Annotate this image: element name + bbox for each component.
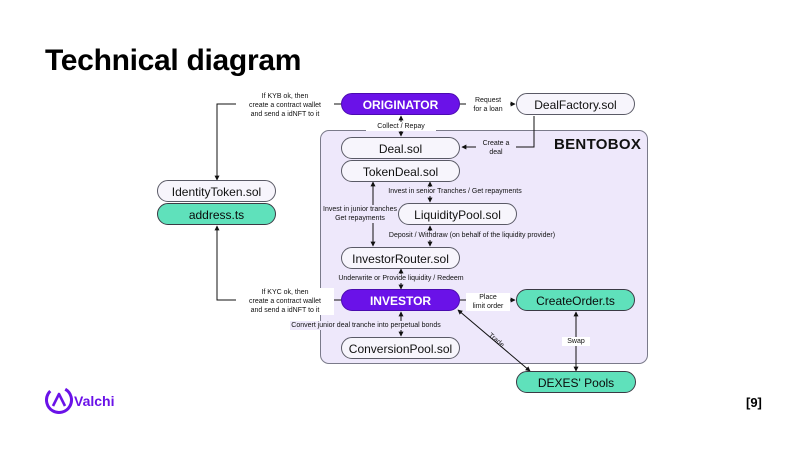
kyb-label-line: If KYB ok, then — [261, 93, 309, 100]
request-loan-label: Request for a loan — [466, 96, 510, 114]
convert-label: Convert junior deal tranche into perpetu… — [290, 321, 442, 330]
collect-repay-label: Collect / Repay — [366, 122, 436, 131]
originator-node: ORIGINATOR — [341, 93, 460, 115]
conversionpool-node: ConversionPool.sol — [341, 337, 460, 359]
swap-label: Swap — [562, 337, 590, 346]
kyc-label: If KYC ok, then create a contract wallet… — [236, 288, 334, 315]
bentobox-label: BENTOBOX — [554, 136, 642, 153]
dexes-pools-node: DEXES' Pools — [516, 371, 636, 393]
kyb-label: If KYB ok, then create a contract wallet… — [236, 92, 334, 119]
create-deal-label-line: deal — [489, 149, 503, 156]
deal-node: Deal.sol — [341, 137, 460, 159]
invest-junior-label: Invest in junior tranches Get repayments — [322, 205, 398, 223]
kyc-label-line: create a contract wallet — [249, 298, 321, 305]
create-deal-label: Create a deal — [476, 139, 516, 157]
deposit-withdraw-label: Deposit / Withdraw (on behalf of the liq… — [388, 231, 556, 240]
create-deal-label-line: Create a — [482, 140, 510, 147]
tokendeal-node: TokenDeal.sol — [341, 160, 460, 182]
place-order-label-line: limit order — [472, 303, 504, 310]
identitytoken-node: IdentityToken.sol — [157, 180, 276, 202]
underwrite-label: Underwrite or Provide liquidity / Redeem — [336, 274, 466, 283]
invest-junior-label-line: Invest in junior tranches — [323, 206, 397, 213]
liquiditypool-node: LiquidityPool.sol — [398, 203, 517, 225]
request-label-line: for a loan — [473, 106, 503, 113]
edge-investor-dexes — [457, 309, 531, 372]
invest-junior-label-line: Get repayments — [335, 215, 385, 222]
logo-text: Valchi — [74, 393, 115, 409]
valchi-logo-icon — [45, 386, 73, 414]
kyb-label-line: and send a idNFT to it — [250, 111, 320, 118]
request-label-line: Request — [474, 97, 502, 104]
kyc-label-line: If KYC ok, then — [261, 289, 309, 296]
place-order-label: Place limit order — [466, 293, 510, 311]
dealfactory-node: DealFactory.sol — [516, 93, 635, 115]
invest-senior-label: Invest in senior Tranches / Get repaymen… — [386, 187, 524, 196]
address-node: address.ts — [157, 203, 276, 225]
page-title: Technical diagram — [45, 44, 302, 77]
place-order-label-line: Place — [479, 294, 497, 301]
kyc-label-line: and send a idNFT to it — [250, 307, 320, 314]
page-number: [9] — [746, 395, 762, 410]
createorder-node: CreateOrder.ts — [516, 289, 635, 311]
kyb-label-line: create a contract wallet — [249, 102, 321, 109]
investorrouter-node: InvestorRouter.sol — [341, 247, 460, 269]
investor-node: INVESTOR — [341, 289, 460, 311]
